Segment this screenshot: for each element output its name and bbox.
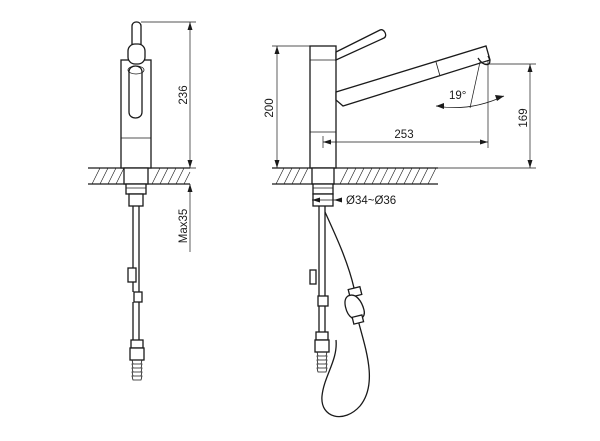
front-faucet-body <box>120 21 152 169</box>
dim-max35-label: Max35 <box>178 209 190 244</box>
dim-200-label: 200 <box>264 98 276 117</box>
dim-169-label: 169 <box>518 108 530 127</box>
dim-253-label: 253 <box>394 129 413 141</box>
pull-out-hose <box>321 211 371 418</box>
dim-253: 253 <box>322 60 489 148</box>
dim-max35: Max35 <box>178 184 193 252</box>
dim-hole-label: Ø34~Ø36 <box>346 195 396 207</box>
dim-200: 200 <box>264 45 310 169</box>
dim-236-label: 236 <box>178 85 190 104</box>
dim-169: 169 <box>438 63 536 169</box>
dim-angle-label: 19° <box>449 90 466 102</box>
front-shank <box>123 167 149 381</box>
side-view: 19° <box>264 29 536 418</box>
dim-236: 236 <box>141 21 196 169</box>
side-spout: 19° <box>335 45 505 109</box>
front-view: 236 Max35 <box>88 21 196 381</box>
hose-weight <box>344 285 365 325</box>
side-shank <box>309 167 335 373</box>
side-countertop <box>272 167 438 185</box>
dim-hole: Ø34~Ø36 <box>312 195 396 207</box>
